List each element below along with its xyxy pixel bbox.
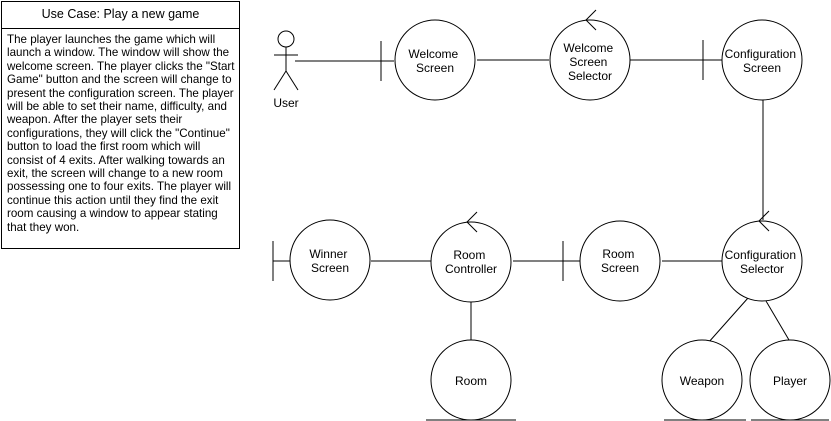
configuration-selector-control-arrow-icon xyxy=(758,210,770,232)
winner-screen-node xyxy=(289,219,371,301)
room-controller-control-arrow-icon xyxy=(466,211,478,233)
use-case-box: Use Case: Play a new game The player lau… xyxy=(1,1,240,249)
use-case-title: Use Case: Play a new game xyxy=(2,2,239,29)
room-controller-label: Room Controller xyxy=(445,248,497,276)
player-label: Player xyxy=(773,374,807,388)
welcome-screen-label: Welcome Screen xyxy=(408,47,461,75)
configuration-selector-node xyxy=(721,220,803,302)
user-actor-icon xyxy=(273,30,299,91)
configuration-selector-label: Configuration Selector xyxy=(725,248,800,276)
room-controller-node xyxy=(430,221,512,303)
room-screen-node xyxy=(579,220,661,302)
configuration-screen-label: Configuration Screen xyxy=(725,47,800,75)
configuration-screen-node xyxy=(721,19,803,101)
welcome-screen-selector-label: Welcome Screen Selector xyxy=(563,41,616,83)
link-selector-player xyxy=(765,300,790,341)
welcome-screen-selector-node xyxy=(549,19,631,101)
room-label: Room xyxy=(455,374,487,388)
use-case-description: The player launches the game which will … xyxy=(7,33,235,234)
user-actor-label: User xyxy=(273,96,298,110)
weapon-label: Weapon xyxy=(680,374,724,388)
welcome-screen-node xyxy=(394,19,476,101)
winner-screen-label: Winner Screen xyxy=(309,247,350,275)
room-screen-label: Room Screen xyxy=(601,247,639,275)
link-selector-weapon xyxy=(707,297,749,344)
welcome-screen-selector-control-arrow-icon xyxy=(585,9,597,31)
